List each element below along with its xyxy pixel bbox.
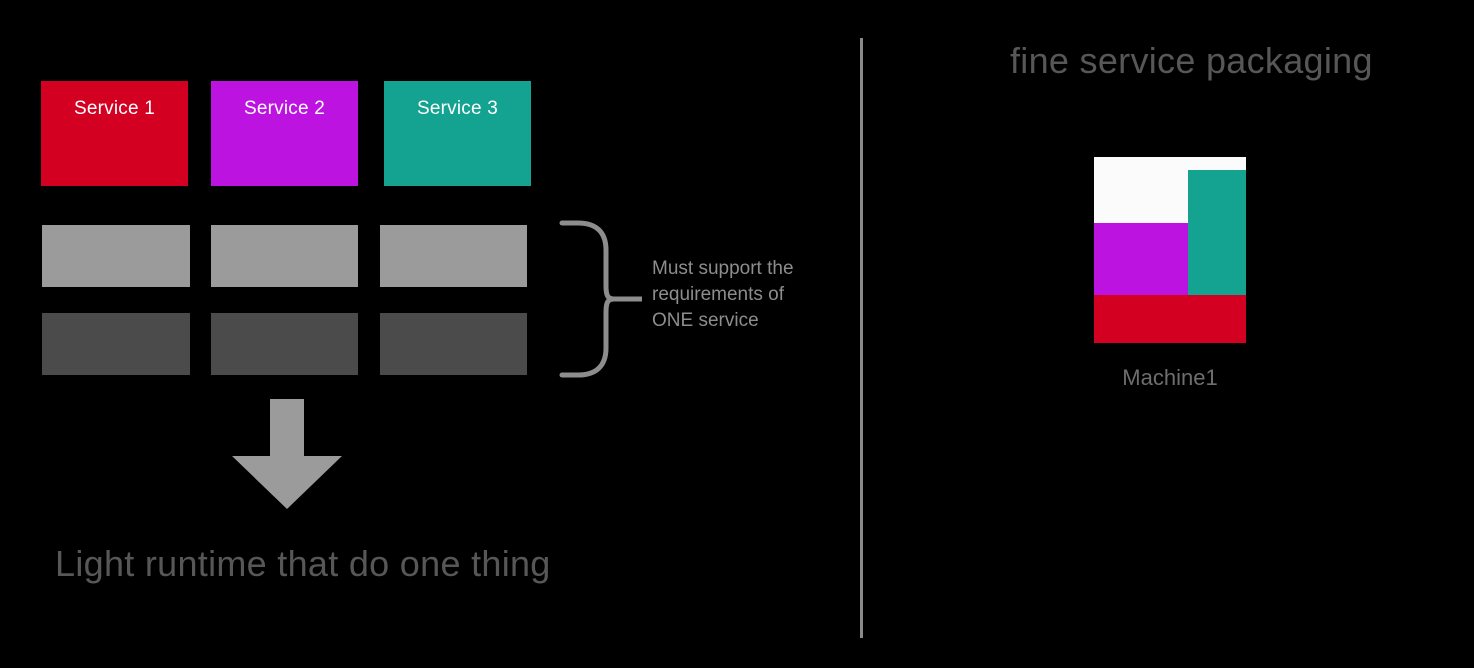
base-runtime-bar-3 <box>380 313 527 375</box>
brace-annotation-text: Must support the requirements of ONE ser… <box>652 256 852 334</box>
arrow-down-icon <box>232 399 342 509</box>
brace-note-line-3: ONE service <box>652 310 759 331</box>
service-card-label: Service 1 <box>73 98 155 119</box>
left-panel-caption: Light runtime that do one thing <box>55 543 551 584</box>
light-runtime-bar-1 <box>42 225 190 287</box>
base-runtime-bar-1 <box>42 313 190 375</box>
brace-note-line-2: requirements of <box>652 284 785 305</box>
machine-segment-service1 <box>1094 295 1246 343</box>
machine-segment-service2 <box>1094 223 1188 295</box>
base-runtime-bar-2 <box>211 313 358 375</box>
machine-capacity-block <box>1094 157 1246 343</box>
service-card-label: Service 2 <box>243 98 325 119</box>
machine-segment-service3 <box>1188 170 1246 295</box>
service-card-3[interactable]: Service 3 <box>384 81 531 186</box>
brace-note-line-1: Must support the <box>652 258 794 279</box>
service-card-label: Service 3 <box>416 98 498 119</box>
right-panel-title: fine service packaging <box>1010 40 1373 81</box>
curly-brace-icon <box>556 214 648 384</box>
light-runtime-bar-3 <box>380 225 527 287</box>
service-card-1[interactable]: Service 1 <box>41 81 188 186</box>
panel-divider <box>860 38 863 638</box>
light-runtime-bar-2 <box>211 225 358 287</box>
service-card-2[interactable]: Service 2 <box>211 81 358 186</box>
machine-label: Machine1 <box>1122 365 1218 390</box>
